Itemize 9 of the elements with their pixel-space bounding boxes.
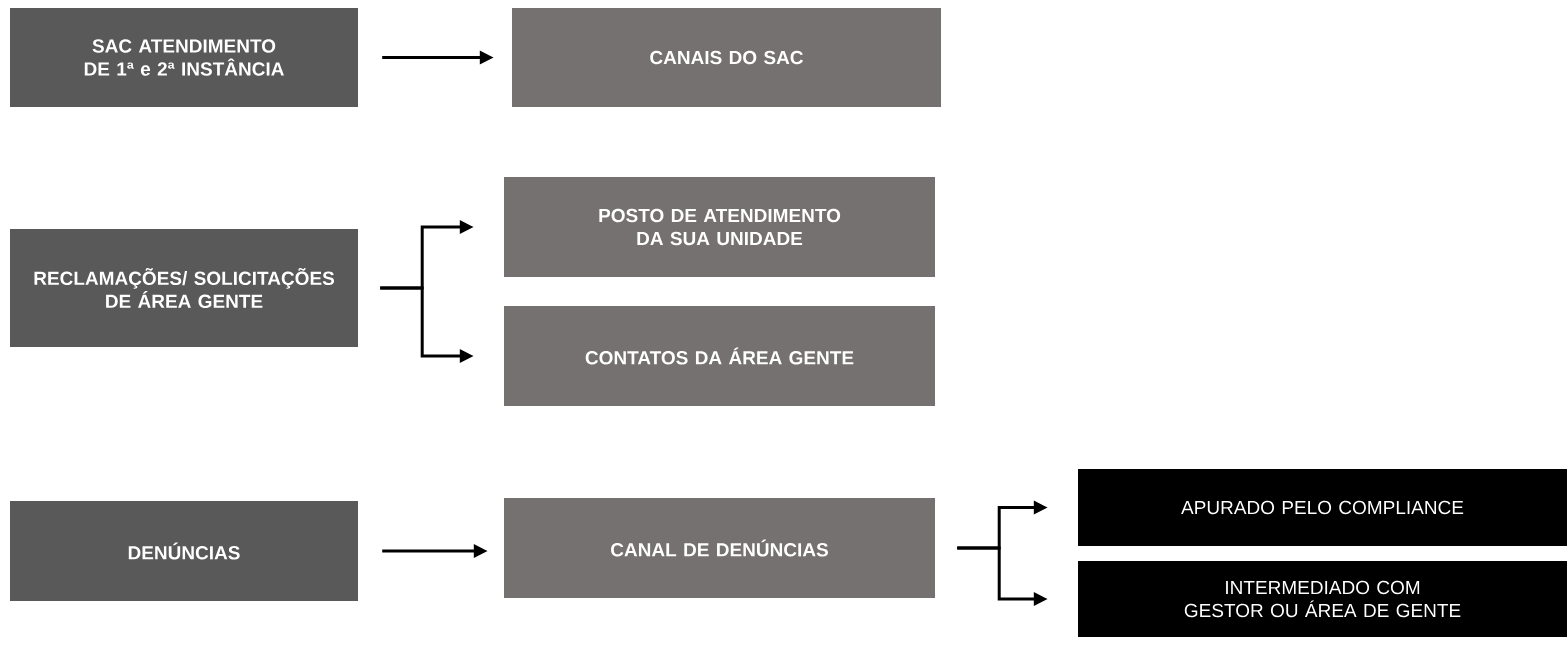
channel-box: CONTATOS DA ÁREA GENTE bbox=[504, 306, 935, 406]
category-box: RECLAMAÇÕES/ SOLICITAÇÕES DE ÁREA GENTE bbox=[10, 229, 358, 347]
category-box: SAC ATENDIMENTO DE 1ª e 2ª INSTÂNCIA bbox=[10, 8, 358, 107]
outcome-box: INTERMEDIADO COM GESTOR OU ÁREA DE GENTE bbox=[1078, 561, 1567, 637]
category-box: DENÚNCIAS bbox=[10, 501, 358, 601]
channel-box: CANAL DE DENÚNCIAS bbox=[504, 498, 935, 598]
channel-box: POSTO DE ATENDIMENTO DA SUA UNIDADE bbox=[504, 177, 935, 277]
outcome-box: APURADO PELO COMPLIANCE bbox=[1078, 469, 1567, 546]
channel-box: CANAIS DO SAC bbox=[512, 8, 941, 107]
